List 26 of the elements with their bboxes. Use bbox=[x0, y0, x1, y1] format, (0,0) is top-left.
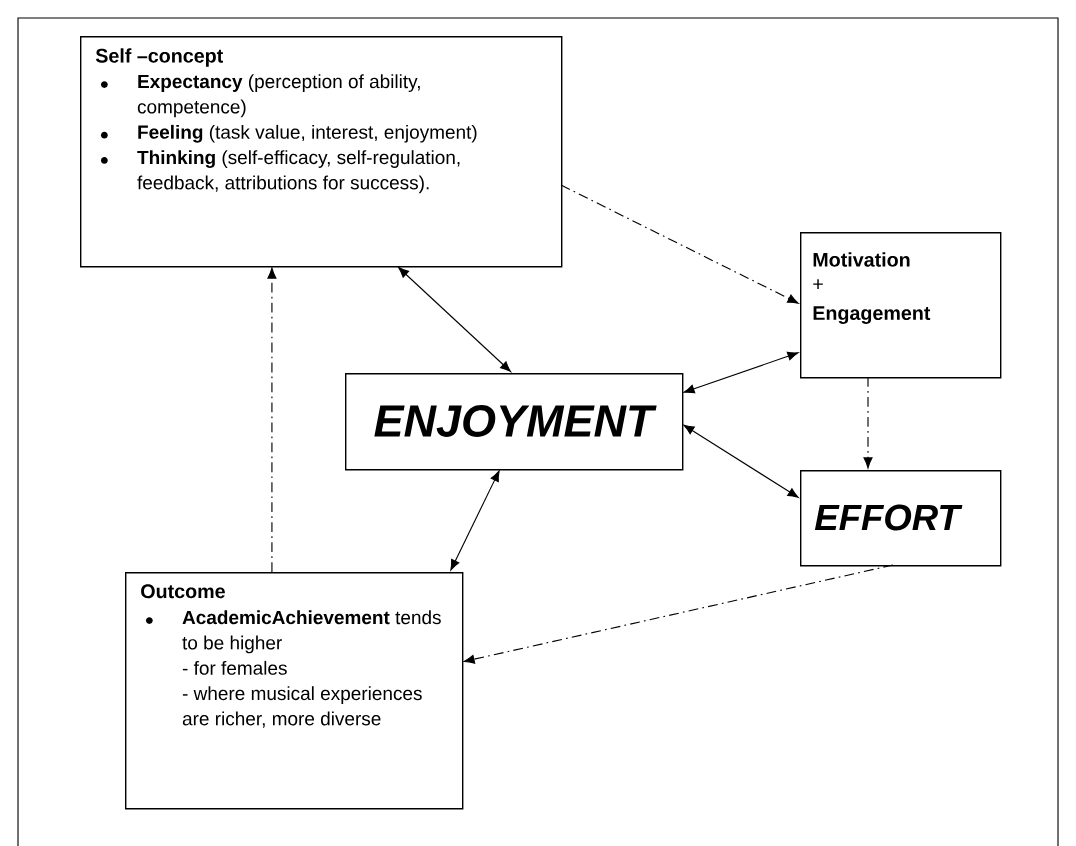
concept-box bbox=[80, 36, 563, 268]
sub-item: - for females bbox=[182, 660, 287, 675]
sub-item: - where musical experiences are richer, more diverse bbox=[182, 686, 422, 728]
box-title: Engagement bbox=[813, 306, 931, 324]
arrow bbox=[683, 424, 799, 498]
box-title: Motivation bbox=[813, 252, 910, 267]
bullet-item: AcademicAchievement tends to be higher bbox=[182, 610, 441, 654]
box-heading: Outcome bbox=[141, 584, 225, 599]
motivation-box bbox=[800, 232, 1002, 379]
outcome-box bbox=[125, 572, 464, 810]
bullet-item: Thinking (self-efficacy, self-regulation, feedback, attributions for success). bbox=[137, 150, 460, 194]
bullet-item: Expectancy (perception of ability, competence) bbox=[137, 74, 420, 118]
dash-dot-arrow bbox=[463, 564, 894, 664]
box-title: ENJOYMENT bbox=[374, 405, 657, 437]
box-heading: Self –concept bbox=[95, 48, 223, 67]
arrow bbox=[683, 351, 799, 394]
bullet-item: Feeling (task value, interest, enjoyment) bbox=[138, 124, 477, 143]
dash-dot-arrow bbox=[560, 184, 799, 304]
enjoyment-box bbox=[345, 373, 684, 471]
effort-box bbox=[800, 470, 1002, 567]
dash-dot-arrow bbox=[863, 376, 873, 469]
arrow bbox=[398, 266, 512, 373]
box-title: EFFORT bbox=[814, 504, 963, 531]
arrow bbox=[450, 470, 500, 571]
box-title: + bbox=[813, 279, 823, 289]
dash-dot-arrow bbox=[267, 267, 277, 573]
